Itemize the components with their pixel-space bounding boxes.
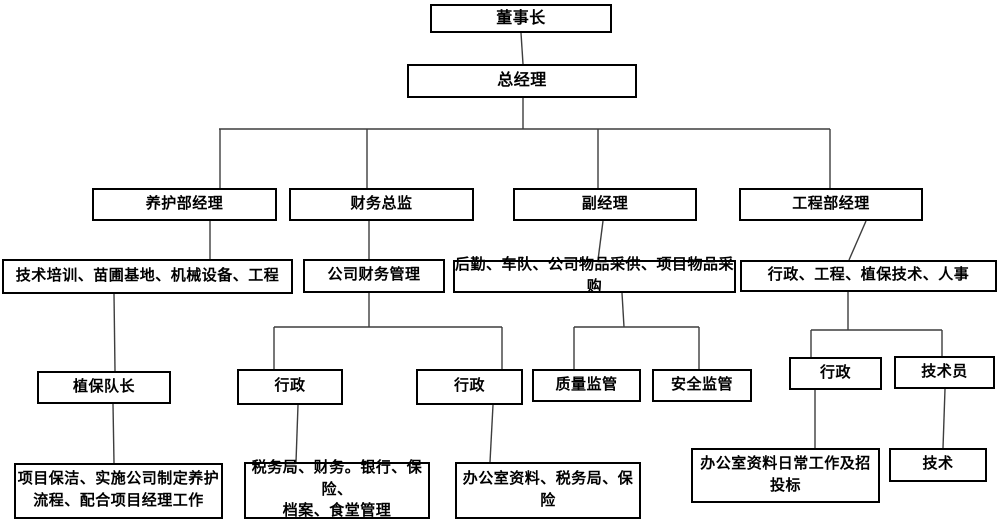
node-tax-finance-bank-label: 税务局、财务。银行、保险、 档案、食堂管理 (251, 459, 423, 520)
node-engineering-scope: 行政、工程、植保技术、人事 (740, 260, 997, 292)
node-safety-supervision-label: 安全监管 (670, 376, 733, 393)
node-admin-finance-2-label: 行政 (453, 378, 485, 395)
node-technology-label: 技术 (922, 456, 954, 473)
node-finance-director: 财务总监 (289, 188, 474, 221)
node-admin-engineering: 行政 (789, 357, 882, 390)
node-admin-engineering-label: 行政 (819, 364, 851, 381)
node-maintenance-manager: 养护部经理 (92, 188, 277, 221)
node-plant-protection-lead-label: 植保队长 (72, 378, 135, 395)
connector-line (520, 32, 524, 65)
node-office-documents: 办公室资料、税务局、保险 (455, 462, 641, 519)
connector-line (489, 404, 494, 463)
node-logistics-scope-label: 后勤、车队、公司物品采供、项目物品采购 (455, 256, 735, 295)
node-finance-director-label: 财务总监 (350, 195, 413, 212)
connector-line (942, 388, 946, 449)
connector-line (295, 404, 299, 463)
connector-line (597, 220, 604, 261)
node-engineering-manager: 工程部经理 (739, 188, 923, 221)
node-general-manager-label: 总经理 (497, 72, 547, 90)
node-office-daily-work: 办公室资料日常工作及招 投标 (691, 448, 880, 503)
node-quality-supervision: 质量监管 (532, 369, 641, 402)
node-admin-finance-2: 行政 (416, 369, 523, 405)
node-office-documents-label: 办公室资料、税务局、保险 (462, 471, 634, 509)
node-company-finance: 公司财务管理 (303, 259, 445, 293)
node-company-finance-label: 公司财务管理 (327, 267, 421, 284)
node-admin-finance-1-label: 行政 (274, 378, 306, 395)
node-admin-finance-1: 行政 (237, 369, 343, 405)
node-plant-protection-lead: 植保队长 (37, 371, 171, 404)
node-logistics-scope: 后勤、车队、公司物品采供、项目物品采购 (453, 257, 736, 295)
connector-line (112, 403, 115, 464)
node-chairman-label: 董事长 (496, 9, 546, 27)
node-project-cleaning: 项目保洁、实施公司制定养护 流程、配合项目经理工作 (14, 463, 223, 519)
node-deputy-manager-label: 副经理 (581, 195, 629, 212)
node-office-daily-work-label: 办公室资料日常工作及招 投标 (700, 455, 871, 494)
node-deputy-manager: 副经理 (513, 188, 697, 221)
node-tax-finance-bank: 税务局、财务。银行、保险、 档案、食堂管理 (244, 460, 430, 519)
node-technician-label: 技术员 (921, 363, 968, 380)
node-engineering-manager-label: 工程部经理 (792, 195, 870, 212)
node-technician: 技术员 (894, 356, 995, 389)
node-general-manager: 总经理 (407, 64, 637, 98)
node-engineering-scope-label: 行政、工程、植保技术、人事 (767, 267, 970, 284)
connector-line (113, 293, 116, 372)
connector-line (621, 292, 625, 328)
node-safety-supervision: 安全监管 (652, 369, 752, 402)
node-maintenance-manager-label: 养护部经理 (145, 195, 224, 212)
node-maintenance-scope: 技术培训、苗圃基地、机械设备、工程 (2, 259, 293, 294)
node-technology: 技术 (889, 448, 987, 482)
node-maintenance-scope-label: 技术培训、苗圃基地、机械设备、工程 (15, 267, 280, 284)
node-chairman: 董事长 (430, 4, 612, 33)
node-quality-supervision-label: 质量监管 (555, 376, 618, 393)
connector-line (848, 220, 867, 261)
node-project-cleaning-label: 项目保洁、实施公司制定养护 流程、配合项目经理工作 (17, 471, 220, 509)
